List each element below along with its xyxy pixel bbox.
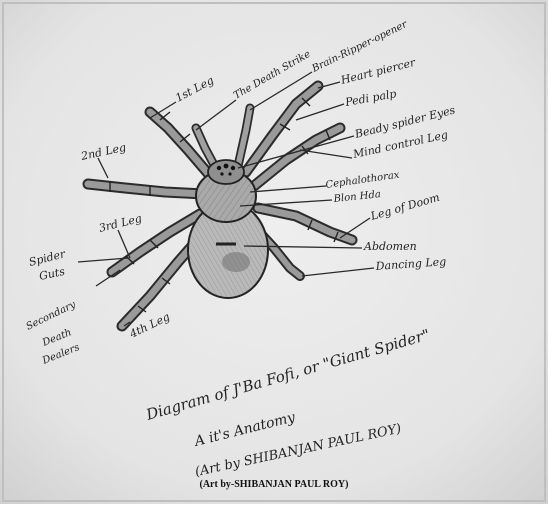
artist-credit: (Art by-SHIBANJAN PAUL ROY) [200,479,349,490]
label-abdomen: Abdomen [363,240,417,253]
